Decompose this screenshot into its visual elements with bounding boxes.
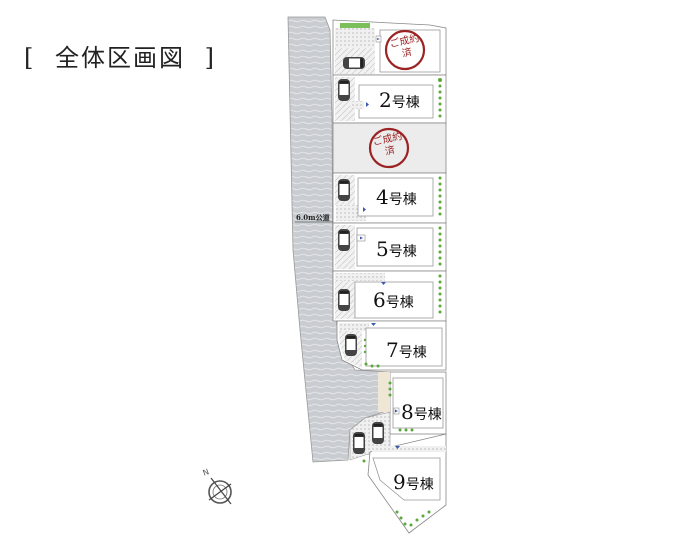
- lot-6[interactable]: [332, 270, 447, 322]
- lot-label-8: 8号棟: [401, 400, 442, 424]
- lot-label-9: 9号棟: [393, 470, 434, 494]
- sold-stamp-lot-1: [384, 29, 426, 71]
- compass-icon: [208, 477, 232, 505]
- lot-7[interactable]: [336, 320, 447, 371]
- title-bracket-open: [: [24, 44, 36, 72]
- lot-label-2: 2号棟: [379, 88, 420, 112]
- lot-9[interactable]: [362, 433, 447, 534]
- lot-label-4: 4号棟: [376, 185, 417, 209]
- title-text: 全体区画図: [55, 44, 186, 72]
- lot-label-5: 5号棟: [376, 237, 417, 261]
- lot-4[interactable]: [332, 172, 447, 224]
- lot-2[interactable]: [332, 74, 447, 124]
- lot-5[interactable]: [332, 222, 447, 272]
- lot-label-6: 6号棟: [373, 288, 414, 312]
- lot-label-7: 7号棟: [386, 338, 427, 362]
- road-label: 6.0m公道: [296, 213, 330, 222]
- lot-3[interactable]: [332, 122, 447, 174]
- page-title: [ 全体区画図 ]: [14, 38, 226, 73]
- lot-8[interactable]: [378, 371, 447, 435]
- sold-stamp-lot-3: [368, 127, 410, 169]
- title-bracket-close: ]: [204, 44, 217, 72]
